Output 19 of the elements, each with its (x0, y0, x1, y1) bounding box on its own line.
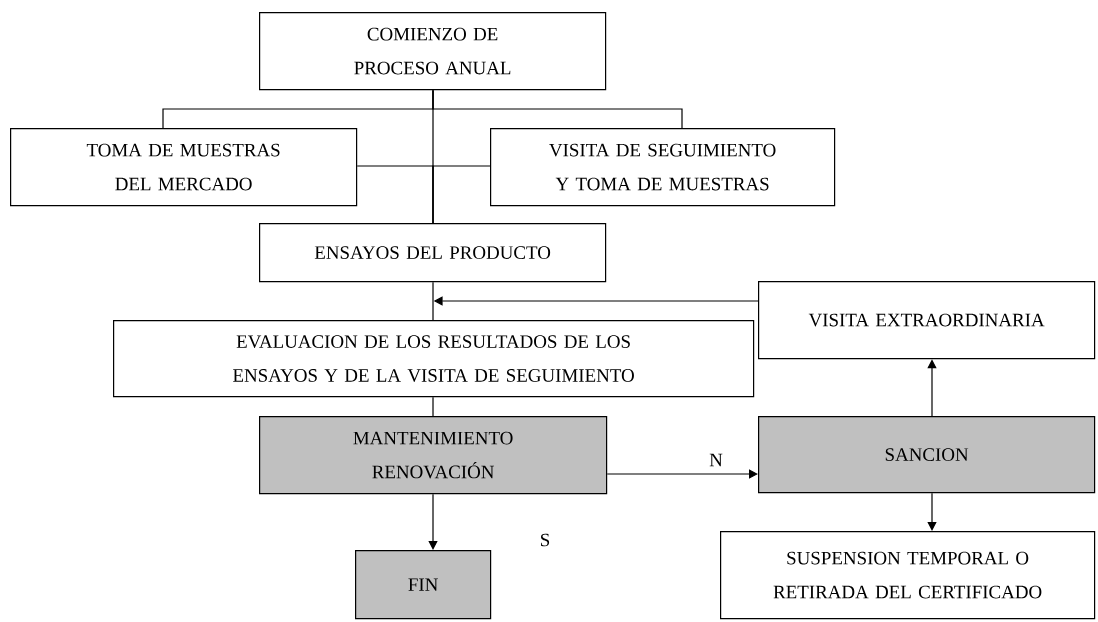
process-box: VISITA EXTRAORDINARIA (758, 281, 1096, 360)
connector-line (432, 396, 434, 417)
decision-box: MANTENIMIENTO RENOVACIÓN (259, 416, 608, 495)
decision-box: FIN (355, 550, 492, 620)
decision-box: SANCION (758, 416, 1096, 494)
connector-line (432, 281, 434, 321)
arrow (927, 492, 937, 531)
process-box: COMIENZO DE PROCESO ANUAL (259, 12, 607, 91)
process-box: VISITA DE SEGUIMIENTO Y TOMA DE MUESTRAS (490, 128, 836, 207)
arrow (428, 493, 438, 550)
arrow (606, 469, 758, 479)
arrow (927, 359, 937, 417)
branch-label: S (541, 533, 550, 547)
process-box: EVALUACION DE LOS RESULTADOS DE LOS ENSAYOS Y DE LA VISITA DE SEGUIMIENTO (113, 320, 755, 398)
process-box: TOMA DE MUESTRAS DEL MERCADO (10, 128, 358, 207)
edge-label: N (708, 452, 724, 468)
process-box: SUSPENSION TEMPORAL O RETIRADA DEL CERTIFICADO (720, 531, 1096, 620)
connector-line (432, 165, 491, 224)
process-box: ENSAYOS DEL PRODUCTO (259, 223, 607, 283)
